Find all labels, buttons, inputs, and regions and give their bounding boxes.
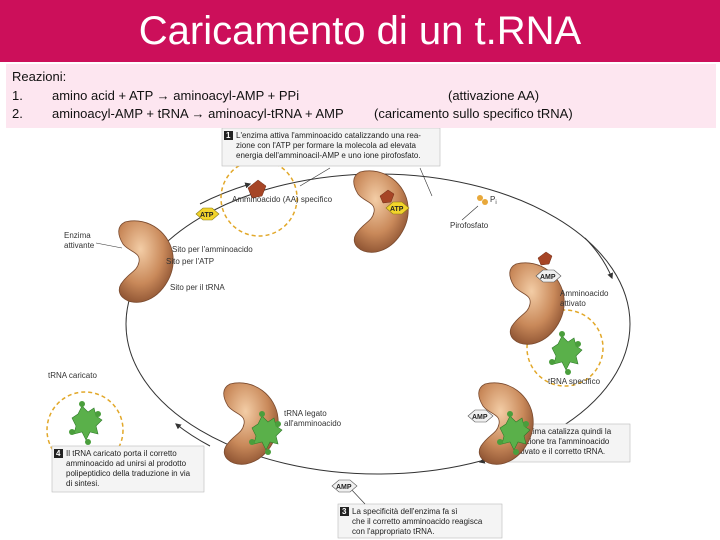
trna-charging-diagram: 1 L'enzima attiva l'amminoacido catalizz…: [46, 128, 631, 539]
trna-charged-molecule: [68, 400, 103, 446]
amp-badge-released: AMP: [331, 479, 358, 493]
step-4-marker: [54, 449, 63, 458]
step-4-line-3: polipeptidico della traduzione in via: [66, 469, 191, 478]
site-aa-label: Sito per l'amminoacido: [172, 245, 253, 254]
step-1-line-2: zione con l'ATP per formare la molecola …: [236, 141, 417, 150]
specific-trna-label: tRNA specifico: [548, 377, 601, 386]
step-1-number: 1: [226, 131, 231, 140]
cycle-arrow-3: [175, 423, 211, 447]
atp-badge-left: ATP: [195, 207, 220, 221]
bound-trna-label-1: tRNA legato: [284, 409, 327, 418]
step-1-pointer: [299, 167, 331, 187]
phosphate-icon: [482, 199, 488, 205]
cycle-arrow-4: [199, 182, 252, 205]
activated-aa-icon: [537, 251, 553, 266]
step-4-box: 4 Il tRNA caricato porta il corretto amm…: [51, 445, 205, 493]
enzyme-label-1: Enzima: [64, 231, 91, 240]
reaction-2-number: 2.: [12, 106, 23, 121]
reactions-panel: Reazioni: 1. amino acid + ATP → aminoacy…: [6, 64, 716, 128]
reaction-1-equation: amino acid + ATP → aminoacyl-AMP + PPi: [52, 88, 300, 103]
step-1-marker: [224, 131, 233, 140]
amp-badge-bound: AMP: [467, 409, 494, 423]
amp-label-right: AMP: [540, 274, 556, 281]
aa-specific-label: Amminoacido (AA) specifico: [232, 195, 333, 204]
step-3-box: 3 La specificità dell'enzima fa sì che i…: [337, 503, 503, 539]
step-4-number: 4: [56, 449, 61, 458]
step-3-number: 3: [342, 507, 347, 516]
atp-badge-center: ATP: [385, 201, 410, 215]
charged-trna-label: tRNA caricato: [48, 371, 97, 380]
reaction-2-note: (caricamento sullo specifico tRNA): [374, 106, 573, 121]
amp-badge-right: AMP: [535, 269, 562, 283]
step-1-line-3: energia dell'amminoacil-AMP e uno ione p…: [236, 151, 421, 160]
step-3-pointer: [349, 487, 366, 505]
enzyme-label-2: attivante: [64, 241, 95, 250]
activated-aa-label-1: Amminoacido: [560, 289, 609, 298]
reaction-1-number: 1.: [12, 88, 23, 103]
pyrophosphate-label: Pirofosfato: [450, 221, 489, 230]
trna-highlight-circle-right: [526, 309, 604, 387]
phosphate-icon: [477, 195, 483, 201]
step-2-line-2: reazione tra l'amminoacido: [514, 437, 610, 446]
reaction-1-note: (attivazione AA): [448, 88, 540, 103]
step-4-line-1: Il tRNA caricato porta il corretto: [66, 449, 177, 458]
amino-acid-icon: [247, 179, 267, 199]
amino-acid-bound-icon: [379, 189, 395, 204]
reaction-2-equation: aminoacyl-AMP + tRNA → aminoacyl-tRNA + …: [52, 106, 344, 121]
pi-label: Pi: [490, 195, 497, 206]
step-4-line-2: amminoacido ad unirsi al prodotto: [66, 459, 187, 468]
step-1-box: 1 L'enzima attiva l'amminoacido catalizz…: [221, 128, 441, 167]
amp-label-released: AMP: [336, 484, 352, 491]
pyrophosphate-pointer: [461, 205, 479, 221]
site-trna-label: Sito per il tRNA: [170, 283, 225, 292]
cycle-arrow-1: [584, 237, 613, 280]
title-bar: Caricamento di un t.RNA: [0, 0, 720, 62]
page-title: Caricamento di un t.RNA: [138, 8, 582, 53]
step-1-pointer-2: [419, 167, 433, 197]
bound-trna-label-2: all'amminoacido: [284, 419, 342, 428]
step-3-line-2: che il corretto amminoacido reagisca: [352, 517, 483, 526]
step-2-line-3: attivato e il corretto tRNA.: [514, 447, 605, 456]
enzyme-pointer: [95, 242, 123, 249]
step-2-line-1: L'enzima catalizza quindi la: [514, 427, 612, 436]
step-1-line-1: L'enzima attiva l'amminoacido catalizzan…: [236, 131, 421, 140]
reactions-heading: Reazioni:: [12, 69, 67, 84]
amp-label-bound: AMP: [472, 414, 488, 421]
step-4-line-4: di sintesi.: [66, 479, 99, 488]
step-3-line-3: con l'appropriato tRNA.: [352, 527, 434, 536]
atp-label-left: ATP: [200, 212, 214, 219]
atp-label-center: ATP: [390, 206, 404, 213]
step-3-marker: [340, 507, 349, 516]
activated-aa-label-2: attivato: [560, 299, 586, 308]
trna-specific-molecule: [548, 330, 583, 376]
site-atp-label: Sito per l'ATP: [166, 257, 214, 266]
step-3-line-1: La specificità dell'enzima fa sì: [352, 507, 458, 516]
